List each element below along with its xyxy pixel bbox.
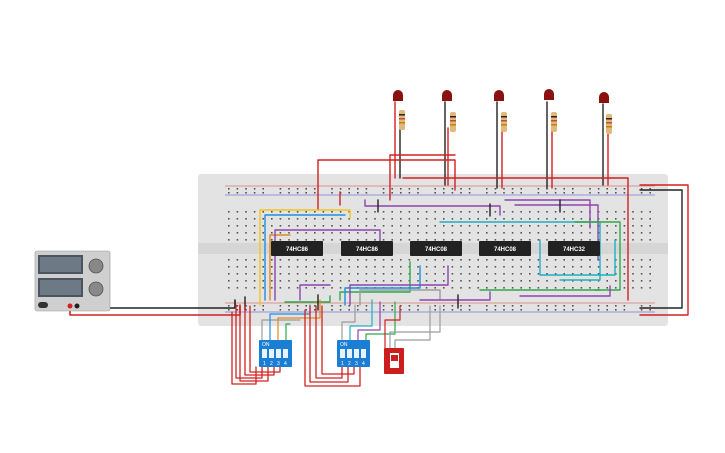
dip-position: 1 [341, 361, 344, 367]
ic-chips: 74HC86 74HC86 74HC08 74HC08 74HC32 [271, 241, 600, 256]
dip-position: 2 [270, 361, 273, 367]
voltage-knob[interactable] [88, 258, 104, 274]
led-5[interactable] [599, 92, 612, 134]
dip-position: 3 [277, 361, 280, 367]
positive-terminal[interactable] [67, 303, 73, 309]
chip-label: 74HC32 [563, 247, 586, 253]
dip-position: 2 [348, 361, 351, 367]
dip-on-label: ON [262, 342, 270, 348]
dip-switch-1[interactable]: ON 1 2 3 4 [259, 340, 292, 367]
chip-label: 74HC08 [494, 247, 517, 253]
dip-position: 3 [355, 361, 358, 367]
chip-label: 74HC86 [286, 247, 309, 253]
dip-position: 4 [284, 361, 287, 367]
breadboard-holes [228, 188, 651, 311]
led-4[interactable] [544, 89, 557, 132]
dip-switch-2[interactable]: ON 1 2 3 4 [337, 340, 370, 367]
chip-label: 74HC08 [425, 247, 448, 253]
dip-position: 1 [263, 361, 266, 367]
slide-switch[interactable] [384, 348, 404, 374]
leds [393, 89, 612, 134]
power-supply[interactable] [34, 250, 111, 312]
chip-label: 74HC86 [356, 247, 379, 253]
current-knob[interactable] [88, 281, 104, 297]
chip-74hc86-2[interactable]: 74HC86 [341, 241, 393, 256]
chip-74hc32[interactable]: 74HC32 [548, 241, 600, 256]
dip-on-label: ON [340, 342, 348, 348]
chip-74hc86-1[interactable]: 74HC86 [271, 241, 323, 256]
wires [69, 101, 689, 387]
chip-74hc08-1[interactable]: 74HC08 [410, 241, 462, 256]
negative-terminal[interactable] [74, 303, 80, 309]
led-1[interactable] [393, 90, 405, 130]
dip-position: 4 [362, 361, 365, 367]
led-3[interactable] [494, 90, 507, 132]
chip-74hc08-2[interactable]: 74HC08 [479, 241, 531, 256]
led-2[interactable] [442, 90, 456, 132]
